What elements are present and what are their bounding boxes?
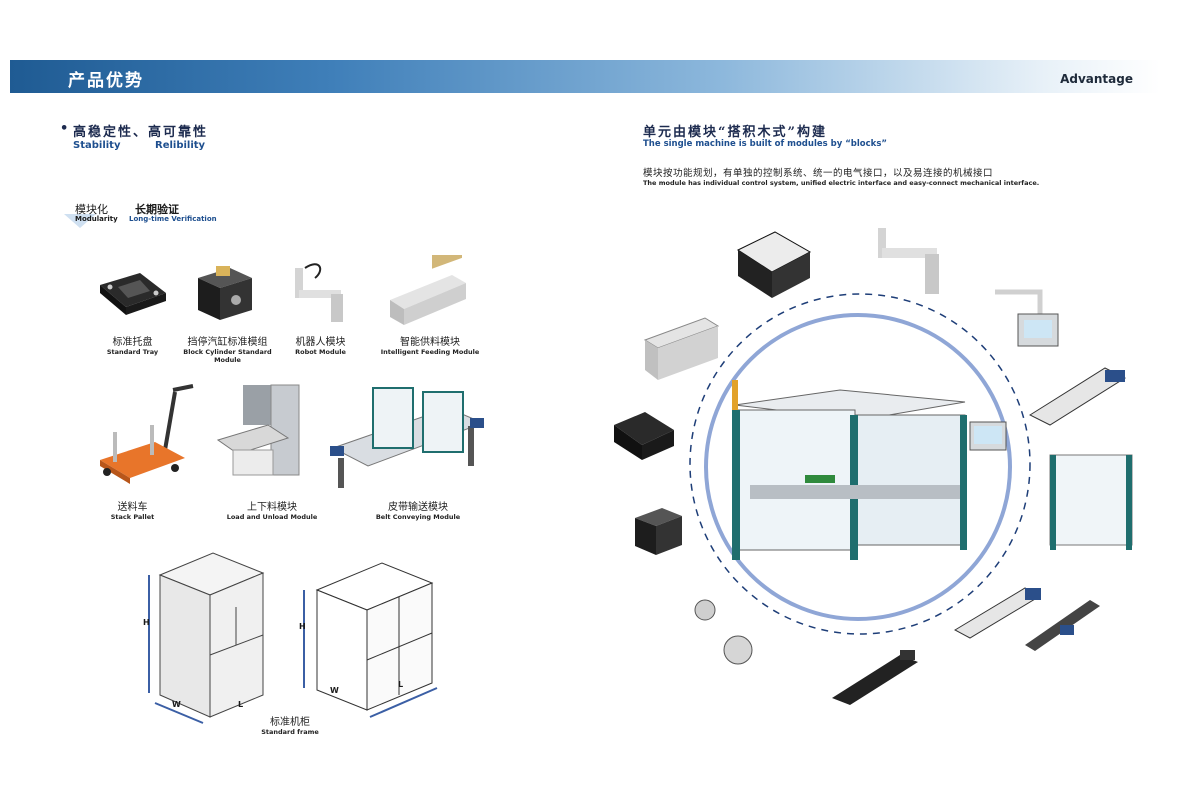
tag-modularity-en: Modularity xyxy=(75,215,118,223)
block-cylinder-image xyxy=(198,266,252,320)
module-caption: 上下料模块 Load and Unload Module xyxy=(226,502,318,521)
frame-caption: 标准机柜 Standard frame xyxy=(261,717,319,736)
dimension-h-label: H xyxy=(143,618,150,627)
module-caption: 挡停汽缸标准模组 Block Cylinder Standard Module xyxy=(183,337,272,364)
stack-pallet-image xyxy=(100,384,194,484)
robot-module-image xyxy=(295,263,343,322)
tray-module-thumb xyxy=(736,231,812,298)
outer-dashed-ring xyxy=(689,293,1031,635)
tag-modularity-cn: 模块化 xyxy=(75,203,108,216)
tag-verification-en: Long-time Verification xyxy=(129,215,217,223)
tray-module-thumb-2 xyxy=(614,412,674,460)
left-heading-en-1: Stability xyxy=(73,140,121,151)
dimension-l-label: L xyxy=(238,700,244,709)
conveyor-thumb xyxy=(832,650,918,705)
module-caption: 皮带输送模块 Belt Conveying Module xyxy=(375,502,461,521)
belt-conveyor-image xyxy=(330,387,485,488)
linear-rail-thumb-2 xyxy=(953,587,1042,639)
dimension-h-label-2: H xyxy=(299,622,306,631)
bullet-icon: • xyxy=(60,121,71,136)
dimension-l-label-2: L xyxy=(398,680,404,689)
load-unload-image xyxy=(216,384,300,476)
feeding-module-image xyxy=(390,255,466,325)
enclosure-thumb xyxy=(1049,454,1133,550)
hmi-arm-thumb xyxy=(995,289,1059,347)
belt-conveyor-thumb xyxy=(1025,600,1100,651)
tag-arrow-icon xyxy=(64,214,96,228)
feeding-module-thumb xyxy=(643,317,720,380)
module-caption: 标准托盘 Standard Tray xyxy=(106,337,159,356)
module-assembly-diagram xyxy=(614,228,1133,705)
dimension-w-label-2: W xyxy=(330,686,339,695)
left-heading-en-2: Relibility xyxy=(155,140,206,151)
standard-frame-closed-image xyxy=(148,552,265,724)
right-heading-cn: 单元由模块“搭积木式”构建 xyxy=(643,125,827,140)
right-desc-cn: 模块按功能规划，有单独的控制系统、统一的电气接口，以及易连接的机械接口 xyxy=(643,168,994,179)
section-label: Advantage xyxy=(1060,72,1133,86)
standard-tray-image xyxy=(100,273,166,315)
block-cylinder-thumb xyxy=(635,508,682,555)
tag-verification-cn: 长期验证 xyxy=(135,203,179,216)
right-desc-en: The module has individual control system… xyxy=(643,179,1040,187)
module-caption: 智能供料模块 Intelligent Feeding Module xyxy=(380,337,480,356)
linear-rail-thumb xyxy=(1028,367,1127,426)
robot-module-thumb xyxy=(878,228,939,294)
gripper-thumb xyxy=(694,599,753,665)
right-heading-en: The single machine is built of modules b… xyxy=(643,139,887,149)
standard-frame-open-image xyxy=(303,562,438,718)
left-heading-cn: 高稳定性、高可靠性 xyxy=(73,125,209,140)
module-caption: 送料车 Stack Pallet xyxy=(110,502,155,521)
assembled-machine-image xyxy=(732,380,1007,560)
dimension-w-label: W xyxy=(172,700,181,709)
header-banner xyxy=(10,60,1160,93)
module-caption: 机器人模块 Robot Module xyxy=(295,337,346,356)
page-title: 产品优势 xyxy=(68,71,144,91)
inner-ring xyxy=(704,313,1012,621)
